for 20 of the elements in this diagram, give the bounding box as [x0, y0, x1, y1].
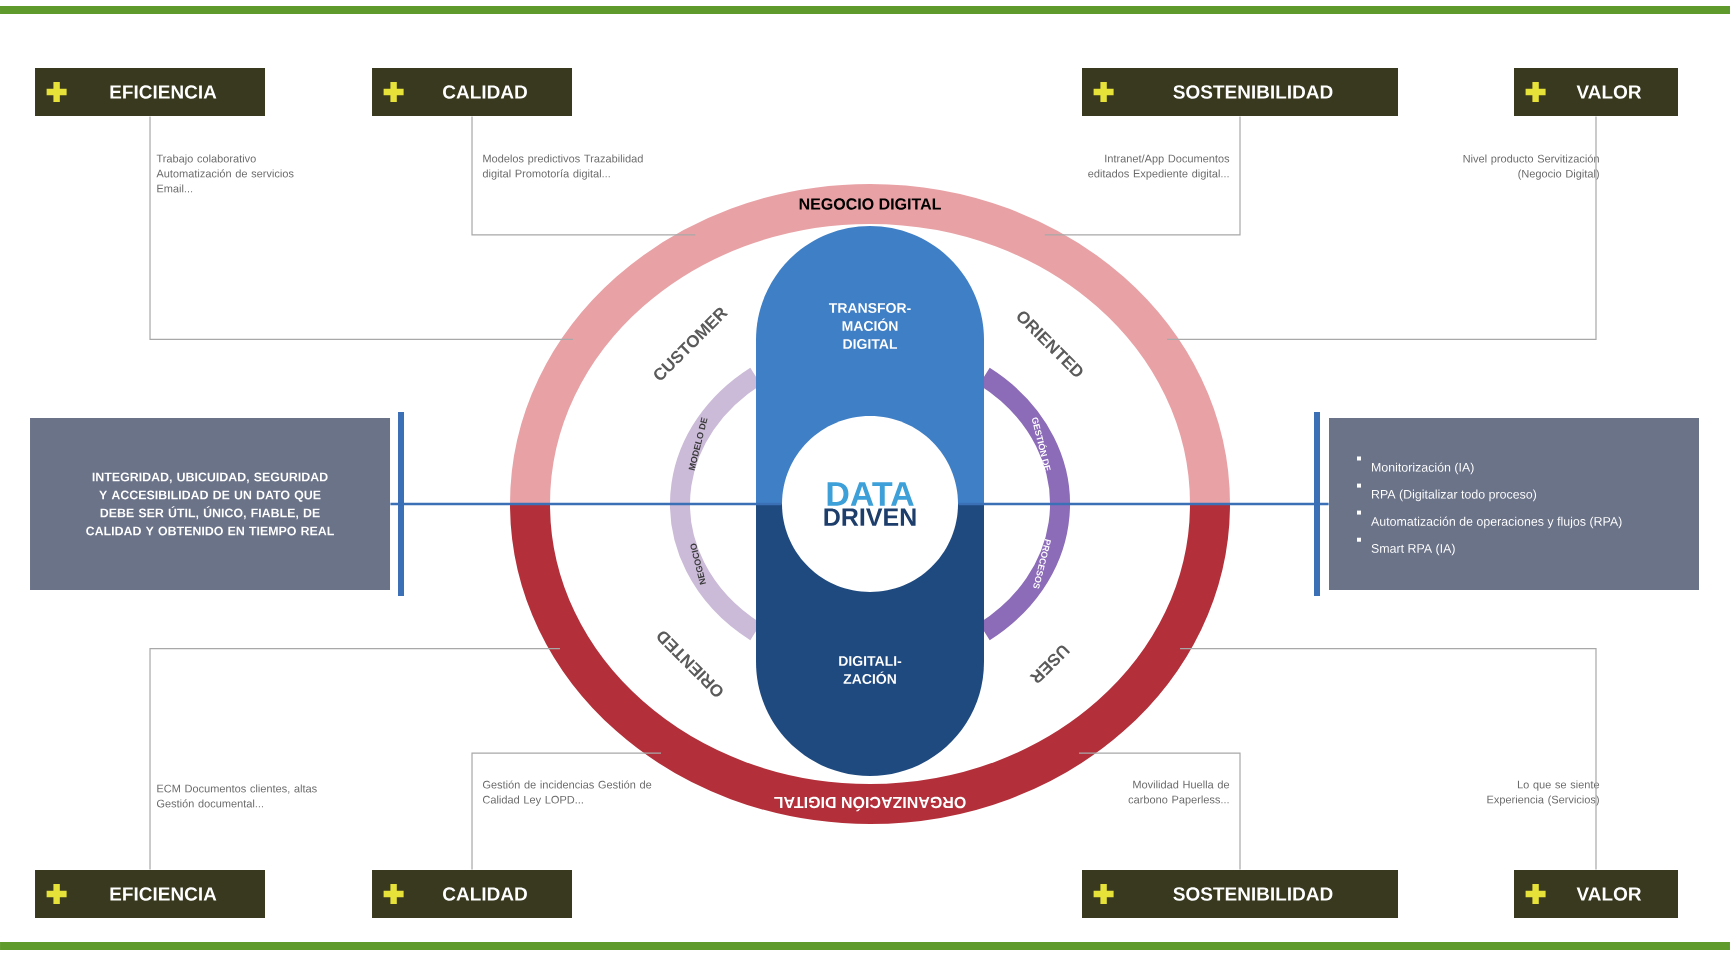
header-box: EFICIENCIA	[35, 870, 265, 918]
header-box: SOSTENIBILIDAD	[1082, 870, 1398, 918]
connector-line	[149, 115, 574, 340]
connector-line	[1044, 115, 1241, 236]
header-box: CALIDAD	[372, 68, 572, 116]
connector-line	[149, 647, 561, 871]
ring-label: ORGANIZACIÓN DIGITAL	[774, 796, 966, 812]
header-box: SOSTENIBILIDAD	[1082, 68, 1398, 116]
header-box: EFICIENCIA	[35, 68, 265, 116]
header-box: VALOR	[1514, 68, 1678, 116]
header-box: VALOR	[1514, 870, 1678, 918]
connector-line	[471, 752, 662, 871]
connector-line	[1179, 647, 1597, 871]
connector-line	[390, 502, 782, 506]
ring-label: NEGOCIO DIGITAL	[799, 198, 941, 210]
connector-line	[958, 502, 1329, 506]
connector-line	[471, 115, 696, 236]
connector-line	[1078, 752, 1241, 871]
header-box: CALIDAD	[372, 870, 572, 918]
connector-line	[1166, 115, 1597, 340]
